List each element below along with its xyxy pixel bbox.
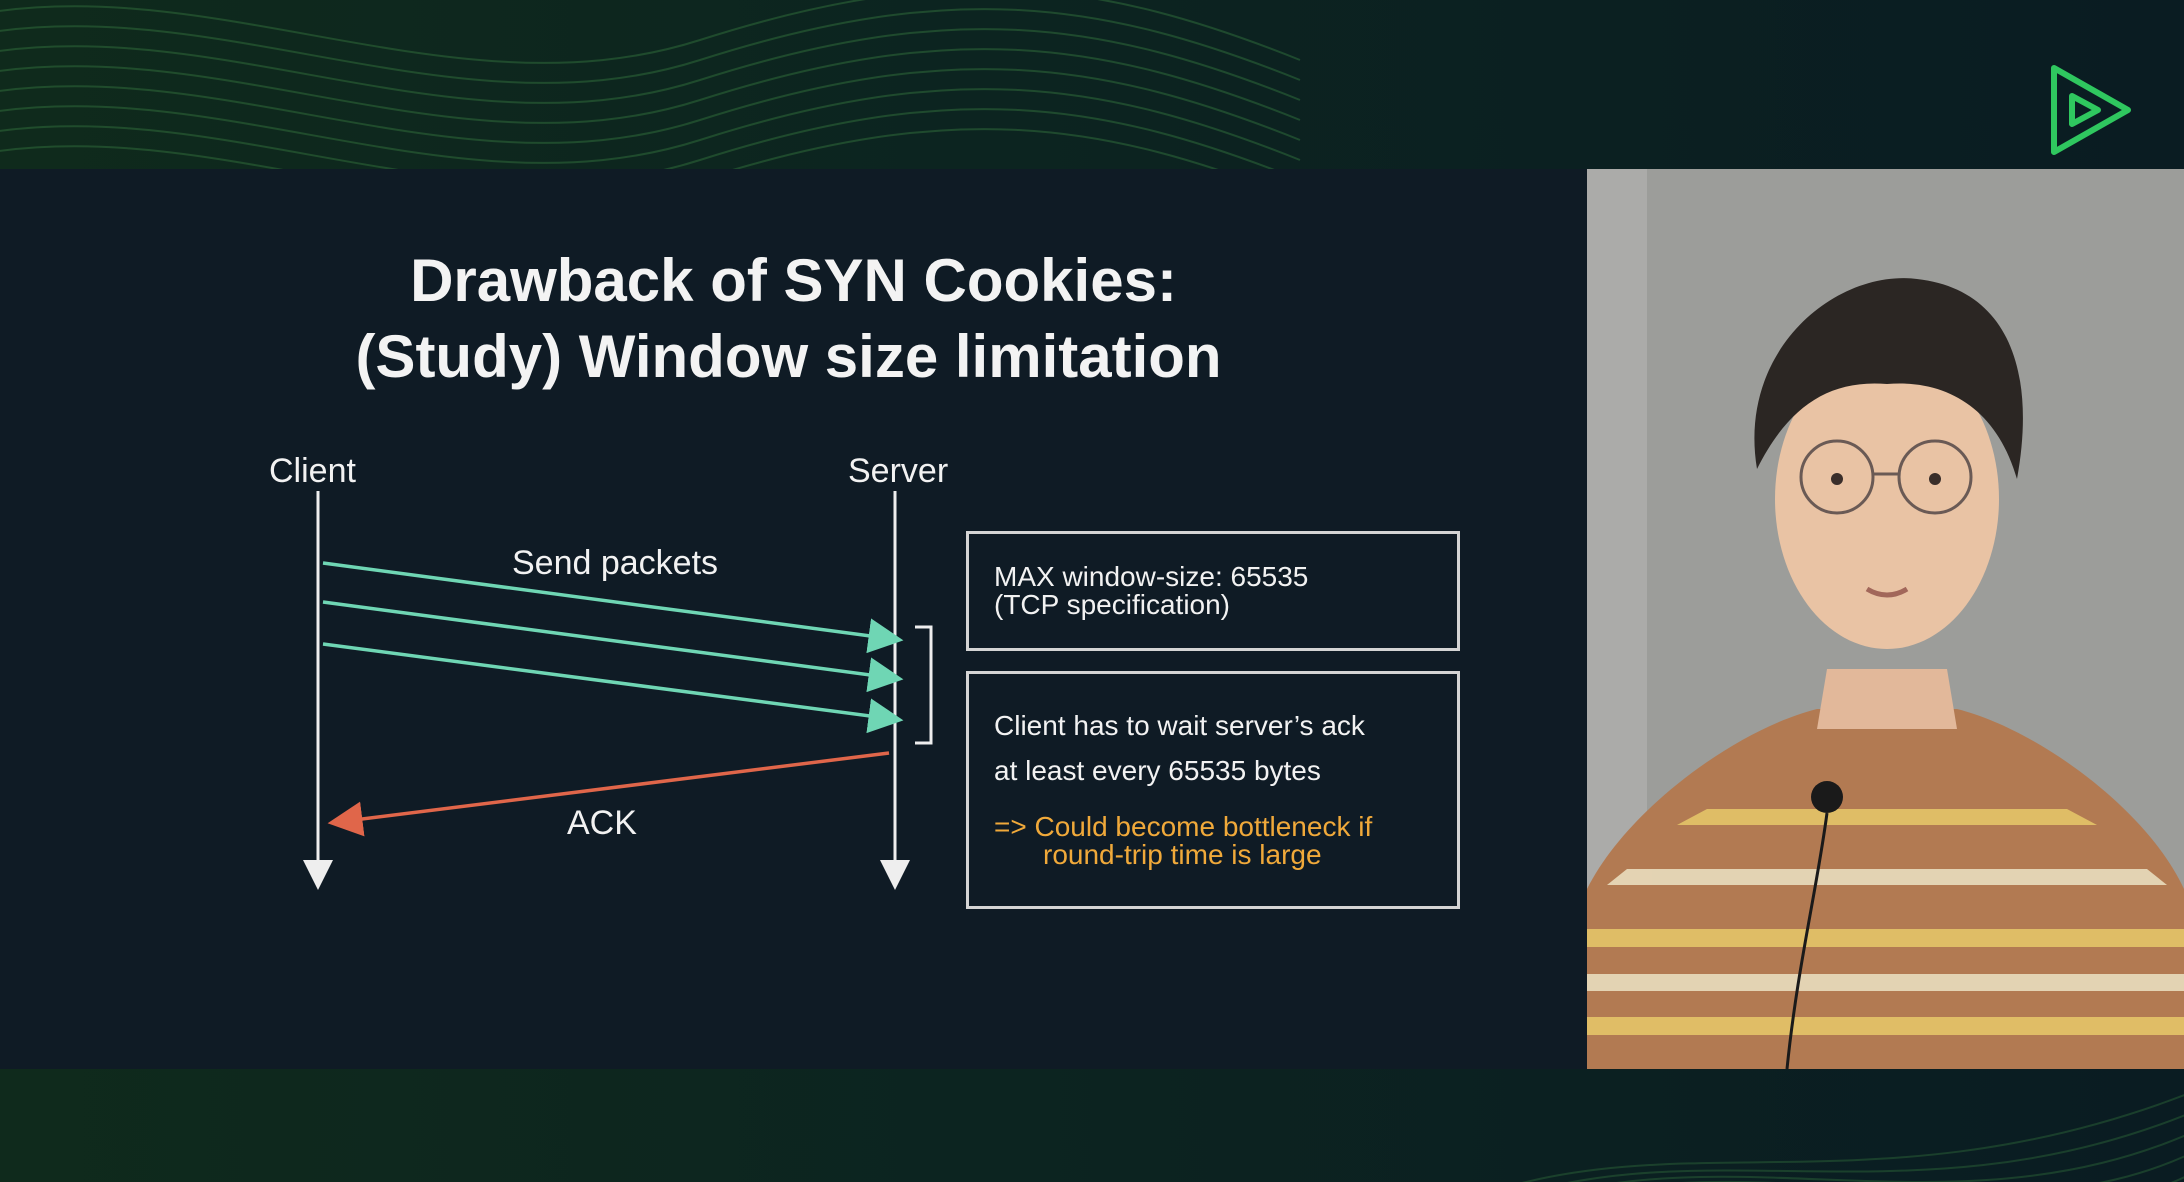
send-packets-label: Send packets [512, 544, 719, 582]
speaker-video [1587, 169, 2184, 1069]
packet-arrow-1 [322, 561, 904, 654]
max-window-size-text: MAX window-size: 65535 [994, 561, 1309, 592]
packet-arrow-2 [322, 600, 904, 693]
slide-title-line2: (Study) Window size limitation [355, 323, 1222, 390]
every-bytes-text: at least every 65535 bytes [994, 755, 1321, 786]
speaker-illustration [1587, 169, 2184, 1069]
client-wait-box [966, 671, 1460, 909]
ack-arrow [327, 751, 890, 837]
slide-title-line1: Drawback of SYN Cookies: [410, 247, 1177, 314]
bottom-banner [0, 1069, 2184, 1182]
round-trip-text: round-trip time is large [1043, 839, 1322, 870]
play-triangle-logo-icon [2048, 62, 2134, 158]
client-wait-text: Client has to wait server’s ack [994, 710, 1365, 741]
packet-arrow-3 [322, 642, 904, 734]
tcp-spec-text: (TCP specification) [994, 589, 1231, 620]
wave-pattern-bottom [1521, 1094, 2184, 1182]
bottleneck-text: => Could become bottleneck if [994, 811, 1373, 842]
packet-group-bracket [915, 625, 933, 745]
server-label: Server [848, 452, 949, 490]
wave-pattern-top [0, 0, 1301, 169]
sequence-diagram [303, 491, 933, 890]
presentation-slide: Drawback of SYN Cookies: (Study) Window … [0, 169, 1587, 1069]
client-label: Client [269, 452, 356, 490]
ack-label: ACK [567, 804, 637, 842]
top-banner [0, 0, 2184, 169]
max-window-size-box [966, 531, 1460, 651]
